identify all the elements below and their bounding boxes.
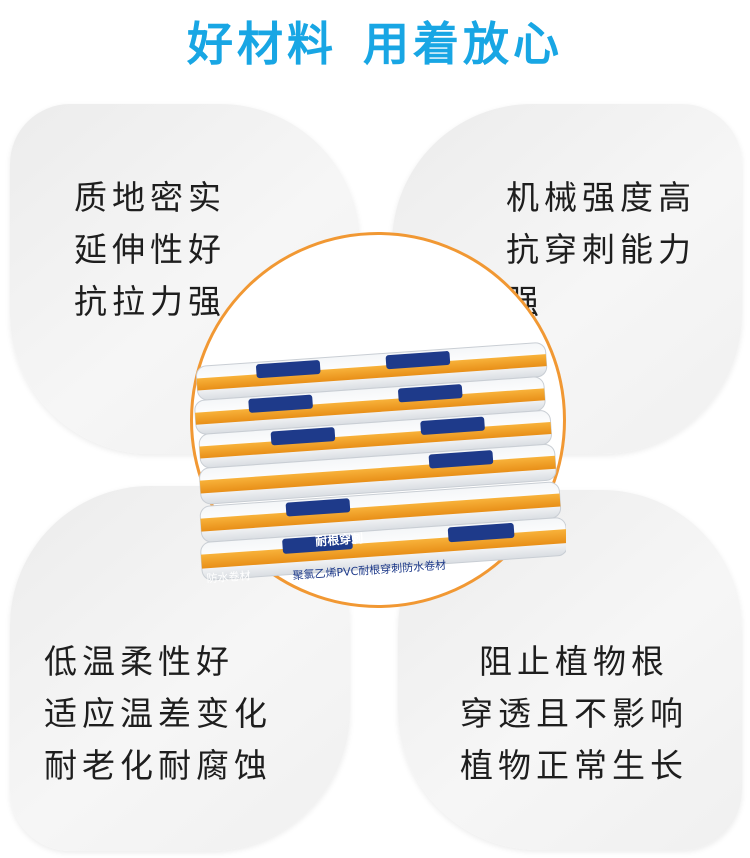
feature-line: 质地密实 <box>74 178 226 217</box>
product-side-text: 防水卷材 <box>206 568 251 585</box>
roll <box>199 481 562 543</box>
roll <box>199 443 557 505</box>
roll <box>196 342 548 401</box>
feature-line: 延伸性好 <box>74 230 226 269</box>
feature-line: 植物正常生长 <box>460 746 688 785</box>
feature-line: 穿透且不影响 <box>460 694 688 733</box>
product-badge-text: 耐根穿刺 <box>315 530 364 548</box>
page-title: 好材料用着放心 <box>0 8 750 74</box>
roll <box>200 517 566 581</box>
feature-line: 抗穿刺能力 <box>506 230 696 269</box>
feature-line: 阻止植物根 <box>479 642 669 681</box>
feature-text-top-left: 质地密实 延伸性好 抗拉力强 <box>74 172 226 328</box>
roll-stack <box>194 342 566 581</box>
feature-line: 低温柔性好 <box>44 642 234 681</box>
title-part1: 好材料 <box>187 17 337 71</box>
feature-line: 适应温差变化 <box>44 694 272 733</box>
roll <box>194 376 546 435</box>
product-image: 耐根穿刺 聚氯乙烯PVC耐根穿刺防水卷材 防水卷材 <box>194 342 566 585</box>
title-part2: 用着放心 <box>363 17 563 71</box>
feature-text-bottom-right: 阻止植物根 穿透且不影响 植物正常生长 <box>460 636 688 792</box>
feature-line: 抗拉力强 <box>74 282 226 321</box>
roll <box>198 410 552 469</box>
feature-line: 耐老化耐腐蚀 <box>44 746 272 785</box>
feature-line: 机械强度高 <box>506 178 696 217</box>
feature-text-bottom-left: 低温柔性好 适应温差变化 耐老化耐腐蚀 <box>44 636 272 792</box>
